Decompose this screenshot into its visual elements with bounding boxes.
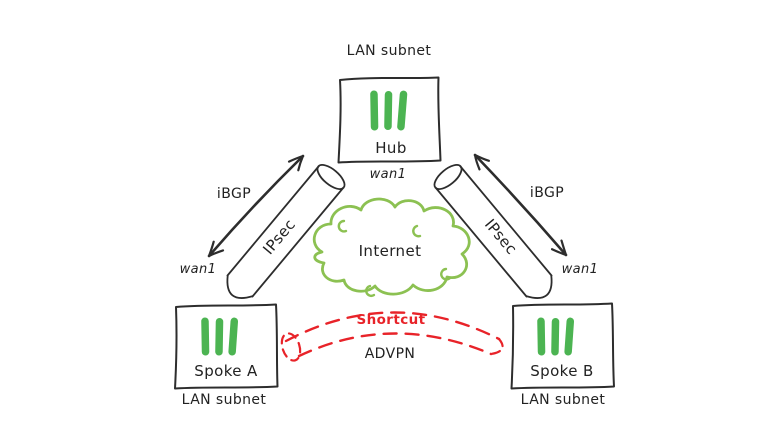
spoke-b-lan-subnet-label: LAN subnet xyxy=(521,392,606,408)
advpn-shortcut-tunnel xyxy=(280,311,504,362)
cloud-curl-icon xyxy=(440,267,452,281)
ipsec-right-label: IPsec xyxy=(481,215,521,258)
internet-label: Internet xyxy=(359,242,422,260)
cloud-curl-icon xyxy=(412,224,422,238)
ipsec-tunnel-left xyxy=(226,164,346,299)
device-icon xyxy=(537,317,575,356)
spoke-a-lan-subnet-label: LAN subnet xyxy=(182,392,267,408)
ibgp-left-label: iBGP xyxy=(217,186,251,202)
shortcut-label: Shortcut xyxy=(357,312,426,328)
spoke-b-label: Spoke B xyxy=(530,362,593,380)
cloud-curl-icon xyxy=(365,284,376,298)
ipsec-left-label: IPsec xyxy=(259,215,299,258)
advpn-label: ADVPN xyxy=(365,346,416,362)
internet-cloud xyxy=(312,197,471,298)
spoke-b-wan1-label: wan1 xyxy=(562,262,599,277)
hub-lan-subnet-label: LAN subnet xyxy=(347,43,432,59)
device-icon xyxy=(370,90,408,131)
spoke-a-box xyxy=(174,303,279,390)
ipsec-tunnel-right xyxy=(433,164,553,299)
hub-wan1-label: wan1 xyxy=(370,167,407,182)
device-icon xyxy=(201,317,239,356)
spoke-a-label: Spoke A xyxy=(194,362,258,380)
cloud-curl-icon xyxy=(337,219,348,233)
spoke-a-node xyxy=(174,303,279,390)
ibgp-right-label: iBGP xyxy=(530,185,564,201)
spoke-a-wan1-label: wan1 xyxy=(180,262,217,277)
hub-label: Hub xyxy=(375,139,407,157)
ibgp-arrow-left xyxy=(207,154,305,258)
spoke-b-box xyxy=(510,302,615,390)
spoke-b-node xyxy=(510,302,615,390)
ibgp-arrow-right xyxy=(473,153,568,257)
hub-node xyxy=(337,76,442,164)
